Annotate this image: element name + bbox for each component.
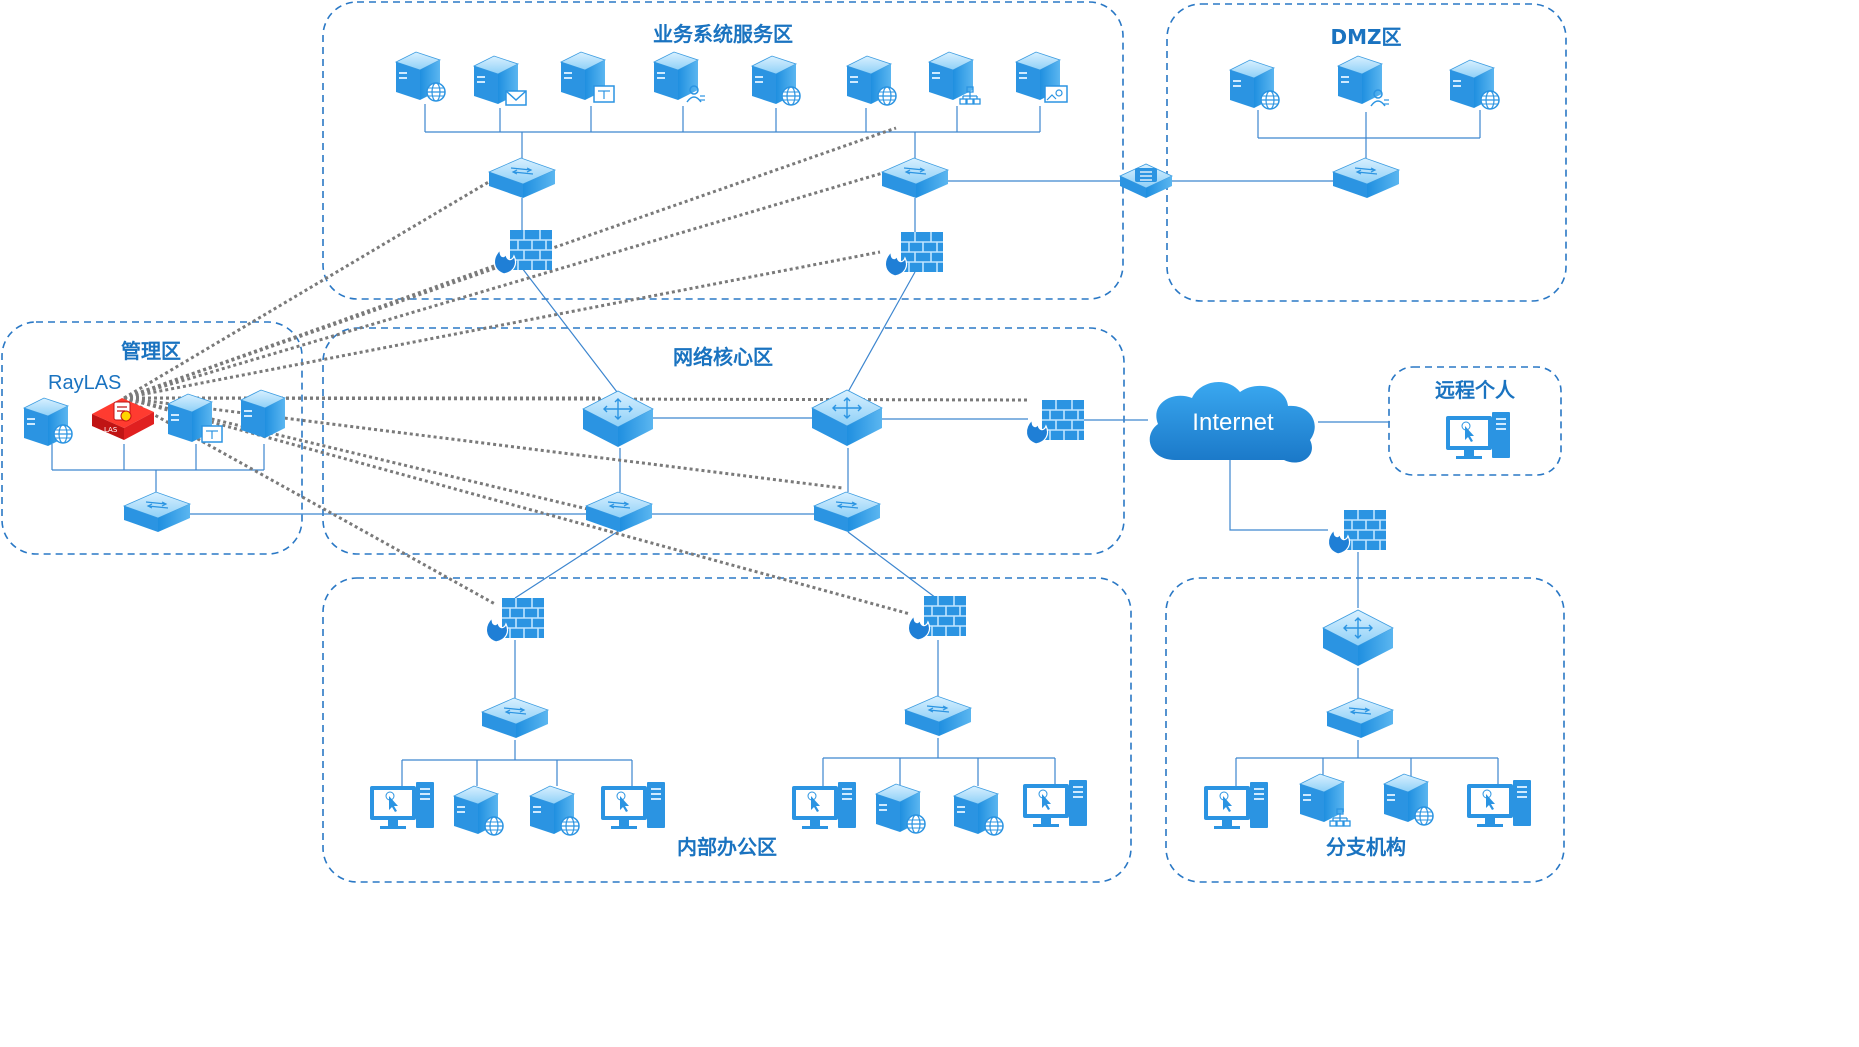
office-workstation-2 bbox=[600, 781, 666, 830]
branch-switch bbox=[1326, 697, 1394, 739]
office-workstation-3 bbox=[791, 781, 857, 830]
zone-title-branch: 分支机构 bbox=[1326, 835, 1406, 859]
zone-business-services bbox=[322, 1, 1124, 300]
branch-server-directory bbox=[1299, 773, 1351, 827]
office-server-web-1 bbox=[453, 785, 504, 836]
server-web-3 bbox=[846, 55, 897, 106]
branch-firewall bbox=[1327, 509, 1387, 555]
zone-management bbox=[1, 321, 303, 555]
mgmt-switch bbox=[123, 491, 191, 533]
network-links bbox=[51, 104, 1499, 786]
internet-cloud-icon: Internet bbox=[1149, 381, 1315, 463]
remote-workstation bbox=[1445, 411, 1511, 460]
server-file bbox=[560, 51, 615, 103]
business-switch-right bbox=[881, 157, 949, 199]
mgmt-server-other bbox=[240, 389, 286, 439]
office-switch-left bbox=[481, 697, 549, 739]
branch-workstation-1 bbox=[1203, 781, 1269, 830]
office-firewall-right bbox=[907, 595, 967, 641]
edge-firewall bbox=[1025, 399, 1085, 445]
server-user bbox=[653, 51, 706, 103]
zone-title-office: 内部办公区 bbox=[677, 835, 777, 859]
office-workstation-1 bbox=[369, 781, 435, 830]
dmz-switch bbox=[1332, 157, 1400, 199]
server-web-1 bbox=[395, 51, 446, 102]
internet-label: Internet bbox=[1192, 409, 1274, 436]
office-server-web-4 bbox=[953, 785, 1004, 836]
business-switch-left bbox=[488, 157, 556, 199]
server-media bbox=[1015, 51, 1068, 103]
business-firewall-right bbox=[884, 231, 944, 277]
raylas-appliance-icon: LAS bbox=[92, 398, 154, 440]
zone-network-core bbox=[322, 327, 1125, 555]
zone-title-business: 业务系统服务区 bbox=[653, 22, 793, 46]
branch-core-switch bbox=[1322, 609, 1394, 667]
server-directory bbox=[928, 51, 981, 105]
branch-server-web bbox=[1383, 773, 1434, 826]
core-access-switch-right bbox=[813, 491, 881, 533]
gateway-icon bbox=[1119, 163, 1173, 198]
zone-title-core: 网络核心区 bbox=[673, 345, 773, 369]
raylas-label: RayLAS bbox=[48, 372, 121, 394]
zone-title-management: 管理区 bbox=[121, 339, 181, 363]
network-topology-diagram: 业务系统服务区 DMZ区 管理区 网络核心区 远程个人 内部办公区 分支机构 R… bbox=[1, 1, 1567, 883]
branch-workstation-2 bbox=[1466, 779, 1532, 828]
server-mail bbox=[473, 55, 527, 106]
dmz-server-web-1 bbox=[1229, 59, 1280, 110]
office-server-web-3 bbox=[875, 783, 926, 834]
office-switch-right bbox=[904, 695, 972, 737]
business-firewall-left bbox=[493, 229, 553, 275]
zone-remote-users bbox=[1388, 366, 1562, 476]
zone-internal-office bbox=[322, 577, 1132, 883]
zone-title-dmz: DMZ区 bbox=[1330, 25, 1401, 49]
zone-dmz bbox=[1166, 3, 1567, 302]
dmz-server-web-2 bbox=[1449, 59, 1500, 110]
mgmt-server-web bbox=[23, 397, 73, 447]
raylas-monitoring-links bbox=[123, 126, 1031, 616]
las-badge-text: LAS bbox=[104, 426, 118, 434]
office-workstation-4 bbox=[1022, 779, 1088, 828]
core-access-switch-left bbox=[585, 491, 653, 533]
dmz-server-user bbox=[1337, 55, 1390, 107]
zone-title-remote: 远程个人 bbox=[1435, 378, 1516, 402]
server-web-2 bbox=[751, 55, 801, 106]
office-server-web-2 bbox=[529, 785, 580, 836]
office-firewall-left bbox=[485, 597, 545, 643]
